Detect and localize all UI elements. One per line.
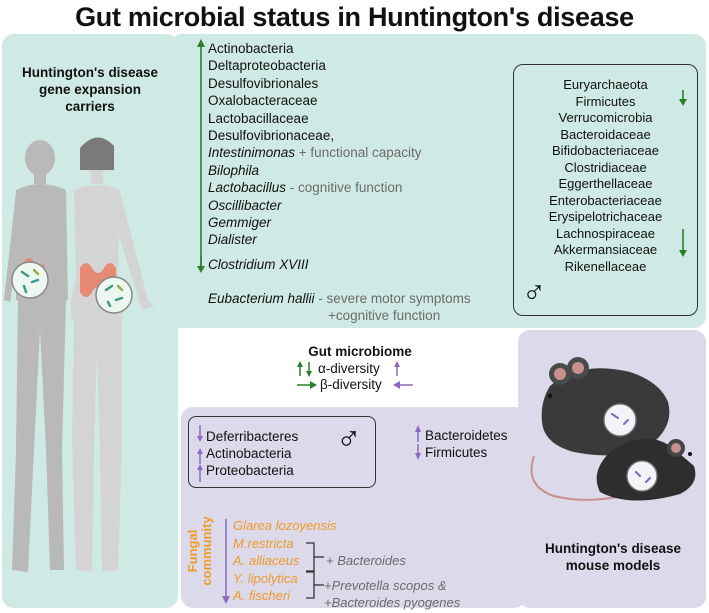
taxon-item: Rikenellaceae xyxy=(564,258,647,274)
increase-arrow-icon xyxy=(197,39,205,270)
taxon-item: Euryarchaeota xyxy=(563,77,648,92)
taxon-item: Intestinimonas + functional capacity xyxy=(208,145,422,161)
gut-microbiome-title: Gut microbiome xyxy=(308,344,412,359)
taxon-item: Eggerthellaceae xyxy=(558,176,653,191)
bacteroides-note: + Bacteroides xyxy=(326,553,406,568)
beta-green-arrow-icon xyxy=(297,381,317,389)
decrease-arrow-icon xyxy=(679,229,687,257)
taxon-item: Gemmiger xyxy=(208,215,272,231)
taxon-item: Akkermansiaceae xyxy=(553,242,658,257)
beta-diversity: β-diversity xyxy=(320,377,382,392)
taxon-item: Lactobacillus - cognitive function xyxy=(208,180,403,196)
taxon-item: Bacteroidetes xyxy=(425,428,508,443)
taxon-item: Bifidobacteriaceae xyxy=(552,143,659,158)
carriers-increased-list: Actinobacteria Deltaproteobacteria Desul… xyxy=(208,40,422,249)
mouse-male-list: Deferribacteres Actinobacteria Proteobac… xyxy=(206,428,298,479)
taxon-item: Oscillibacter xyxy=(208,197,282,213)
carriers-heading: Huntington's disease gene expansion carr… xyxy=(22,65,158,114)
mouse-panel-bottom xyxy=(181,407,526,608)
taxon-item: Lactobacillaceae xyxy=(208,110,309,126)
taxon-item: Deferribacteres xyxy=(206,429,299,444)
fungal-trend-arrow-icon xyxy=(222,519,230,604)
decrease-arrow-icon xyxy=(197,257,205,273)
fungus-item: M.restricta xyxy=(233,535,294,551)
taxon-item: Desulfovibrionales xyxy=(208,75,319,91)
fungus-item: A. alliaceus xyxy=(233,553,300,568)
alpha-purple-arrow-icon xyxy=(394,361,400,376)
alpha-diversity: α-diversity xyxy=(318,361,380,376)
male-symbol-icon: ♂ xyxy=(336,420,362,458)
taxon-item: Desulfovibrionaceae, xyxy=(208,128,335,144)
mouse-phyla-list: Bacteroidetes Firmicutes xyxy=(425,427,508,461)
beta-purple-arrow-icon xyxy=(393,381,413,389)
alpha-green-arrows-icon xyxy=(297,361,312,377)
taxon-item: Enterobacteriaceae xyxy=(549,192,662,208)
decrease-arrow-icon xyxy=(679,90,687,106)
taxon-item: Clostridiaceae xyxy=(564,159,647,175)
taxon-eubacterium: Eubacterium hallii - severe motor sympto… xyxy=(208,291,471,306)
taxon-item: Firmicutes xyxy=(425,445,488,460)
taxon-item: Firmicutes xyxy=(575,93,636,109)
taxon-item: Verrucomicrobia xyxy=(558,110,653,125)
taxon-clostridium: Clostridium XVIII xyxy=(208,257,309,272)
carriers-male-box xyxy=(513,64,698,316)
taxon-item: Actinobacteria xyxy=(208,41,294,56)
taxon-item: Deltaproteobacteria xyxy=(208,58,326,74)
taxon-item: Erysipelotrichaceae xyxy=(548,209,663,224)
fungus-item: Y. lipolytica xyxy=(233,570,298,586)
fungal-brackets-icon xyxy=(306,542,324,599)
human-figures-illustration xyxy=(4,137,154,572)
prevotella-note: +Prevotella scopos & xyxy=(324,578,447,593)
pyogenes-note: +Bacteroides pyogenes xyxy=(324,595,461,610)
taxon-item: Oxalobacteraceae xyxy=(208,93,318,109)
taxon-item: Lachnospiraceae xyxy=(555,225,656,241)
taxon-item: Actinobacteria xyxy=(206,446,292,461)
mouse-models-heading: Huntington's disease mouse models xyxy=(545,541,681,573)
mouse-male-arrows-icon xyxy=(197,425,203,482)
figure-title: Gut microbial status in Huntington's dis… xyxy=(75,2,634,32)
carriers-male-list: Euryarchaeota Firmicutes Verrucomicrobia… xyxy=(513,77,698,275)
taxon-item: Proteobacteria xyxy=(206,463,294,478)
male-symbol-icon: ♂ xyxy=(522,274,546,310)
eubacterium-note: +cognitive function xyxy=(328,308,441,323)
mouse-male-box xyxy=(188,416,376,488)
mouse-arrows-icon xyxy=(415,425,421,460)
mice-illustration xyxy=(530,357,696,501)
taxon-item: Dialister xyxy=(208,232,257,248)
fungus-item: A. fischeri xyxy=(233,588,291,603)
human-panel-top xyxy=(170,34,706,328)
fungal-list: Glarea lozoyensis M.restricta A. alliace… xyxy=(233,517,336,605)
fungal-community-label: Fungal community xyxy=(185,516,214,586)
fungus-item: Glarea lozoyensis xyxy=(233,518,337,533)
taxon-item: Bilophila xyxy=(208,162,260,178)
taxon-item: Bacteroidaceae xyxy=(560,126,651,142)
